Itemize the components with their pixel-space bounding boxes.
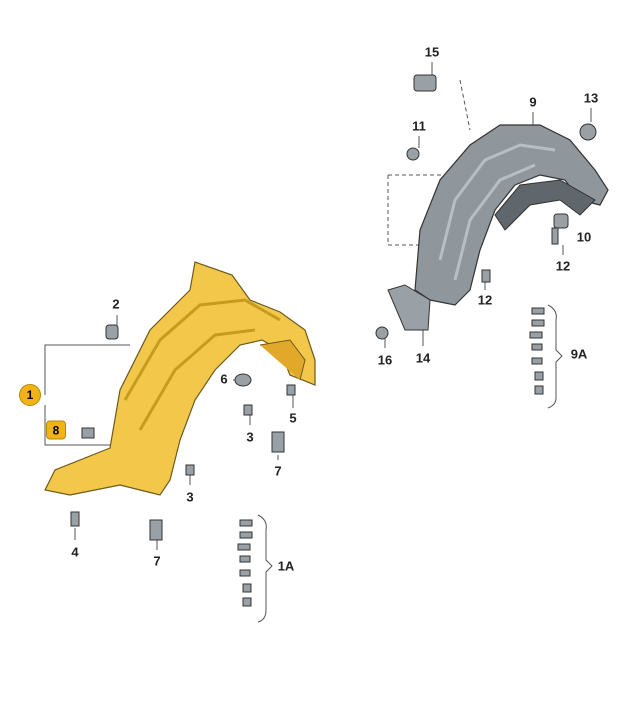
label-5: 5: [289, 410, 297, 426]
leader-lines: [44, 62, 592, 623]
label-13: 13: [583, 90, 599, 106]
fasteners: [70, 74, 597, 607]
label-2: 2: [112, 296, 120, 312]
label-10: 10: [576, 229, 592, 245]
label-11: 11: [412, 118, 426, 134]
label-7: 7: [153, 553, 161, 569]
front-wheel-liner: [44, 261, 316, 496]
rear-wheel-liner: [414, 124, 609, 306]
label-1-highlighted: 1: [19, 384, 41, 406]
label-15: 15: [424, 44, 440, 60]
label-3: 3: [246, 429, 254, 445]
label-9a: 9A: [570, 346, 588, 362]
label-1a: 1A: [277, 558, 295, 574]
label-6: 6: [220, 371, 228, 387]
label-8-highlighted: 8: [46, 420, 66, 440]
label-4: 4: [71, 544, 79, 560]
label-14: 14: [415, 350, 431, 366]
label-12: 12: [477, 292, 493, 308]
label-9: 9: [529, 94, 537, 110]
label-16: 16: [377, 352, 393, 368]
label-12: 12: [555, 258, 571, 274]
label-3: 3: [186, 489, 194, 505]
label-7: 7: [274, 463, 282, 479]
